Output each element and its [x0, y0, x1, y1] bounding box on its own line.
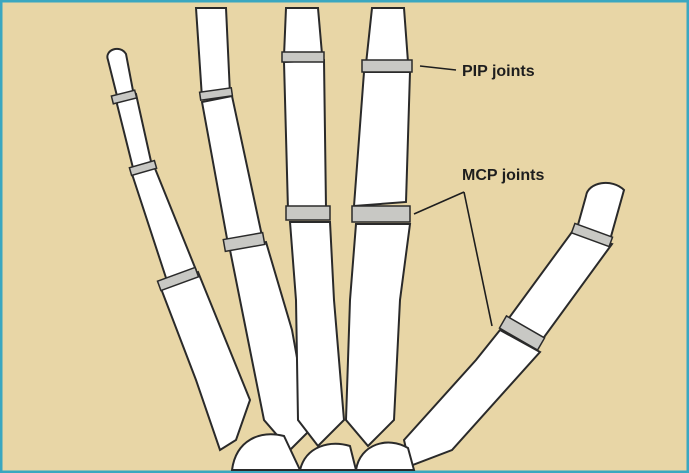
pip-label: PIP joints [462, 63, 535, 80]
mcp-label: MCP joints [462, 167, 544, 184]
